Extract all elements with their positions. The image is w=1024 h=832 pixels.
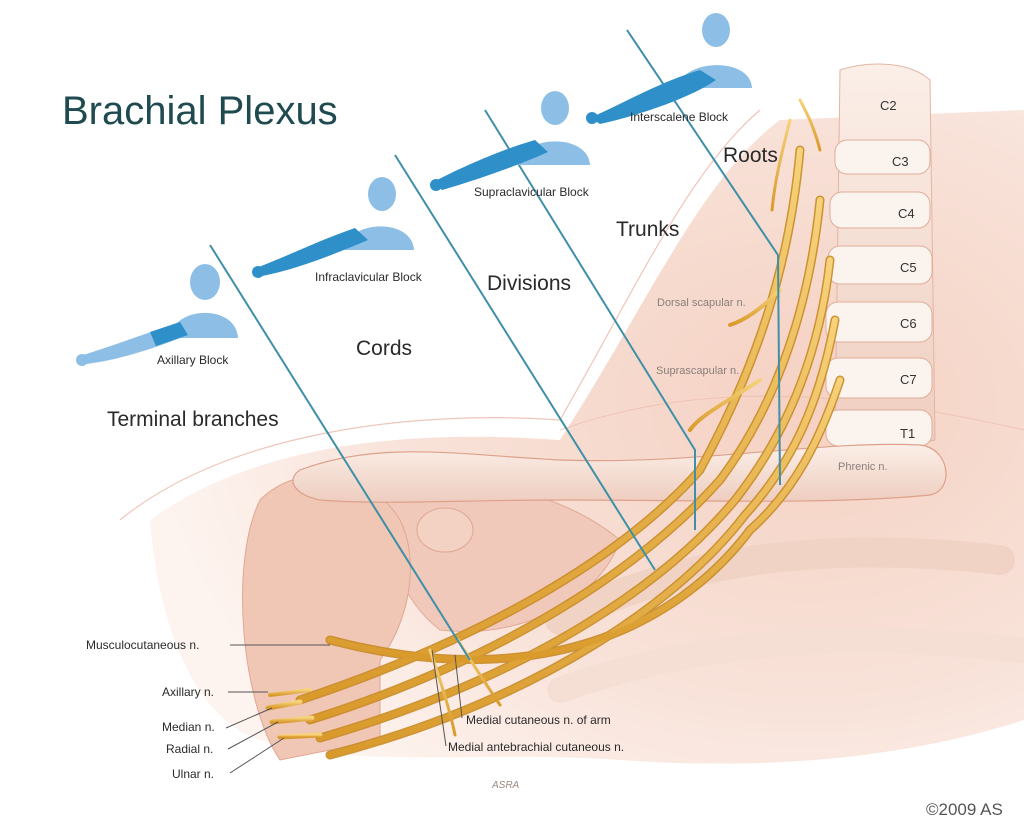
label-infraclavicular-block: Infraclavicular Block	[315, 270, 423, 284]
vertebra-label: C3	[892, 154, 909, 169]
region-trunks: Trunks	[616, 218, 679, 241]
label-medial-antebrachial: Medial antebrachial cutaneous n.	[448, 740, 624, 754]
skin-contour	[119, 109, 761, 521]
figure-interscalene	[586, 13, 752, 124]
interscalene-block-line	[626, 29, 781, 486]
region-roots: Roots	[723, 144, 778, 167]
block-lines	[209, 29, 781, 661]
region-cords: Cords	[356, 337, 412, 360]
brachial-plexus-nerves	[265, 98, 845, 760]
axillary-block-line	[209, 244, 471, 661]
cervical-spine	[825, 63, 936, 448]
label-radial-nerve: Radial n.	[166, 742, 213, 756]
label-median-nerve: Median n.	[162, 720, 215, 734]
region-divisions: Divisions	[487, 272, 571, 295]
label-supraclavicular-block: Supraclavicular Block	[474, 185, 590, 199]
region-terminal-branches: Terminal branches	[107, 408, 279, 431]
label-medial-cutaneous-arm: Medial cutaneous n. of arm	[466, 713, 611, 727]
label-axillary-block: Axillary Block	[157, 353, 229, 367]
rib	[545, 537, 1015, 635]
label-phrenic-nerve: Phrenic n.	[838, 461, 888, 473]
figure-supraclavicular	[430, 91, 590, 191]
label-interscalene-block: Interscalene Block	[630, 110, 729, 124]
figure-axillary	[76, 264, 238, 366]
vertebra-label: C7	[900, 372, 917, 387]
label-suprascapular-nerve: Suprascapular n.	[656, 365, 739, 377]
label-musculocutaneous-nerve: Musculocutaneous n.	[86, 638, 199, 652]
label-ulnar-nerve: Ulnar n.	[172, 767, 214, 781]
label-dorsal-scapular-nerve: Dorsal scapular n.	[657, 297, 746, 309]
artist-signature: ASRA	[491, 780, 520, 791]
vertebra-labels: C2 C3 C4 C5 C6 C7 T1	[880, 98, 917, 441]
vertebra-label: C4	[898, 206, 915, 221]
copyright-text: ©2009 AS	[926, 800, 1003, 819]
vertebra-label: C6	[900, 316, 917, 331]
vertebra-label: C5	[900, 260, 917, 275]
vertebra-label: C2	[880, 98, 897, 113]
vertebra-label: T1	[900, 426, 915, 441]
figure-infraclavicular	[252, 177, 414, 278]
diagram-title: Brachial Plexus	[62, 89, 338, 133]
coracoid-process	[416, 507, 474, 553]
rib-second	[547, 627, 1024, 703]
label-axillary-nerve: Axillary n.	[162, 685, 214, 699]
leader-lines	[225, 644, 463, 774]
supraclavicular-block-line	[484, 109, 696, 530]
infraclavicular-block-line	[394, 154, 656, 571]
